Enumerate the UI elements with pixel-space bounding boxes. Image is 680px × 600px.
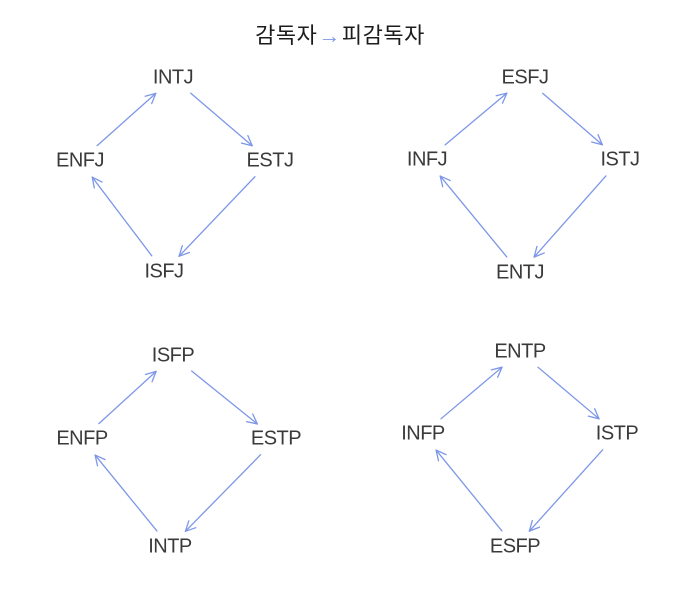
arrowhead-icon (94, 454, 106, 467)
arrow-istj-to-entj (533, 175, 607, 258)
node-entp: ENTP (494, 340, 546, 363)
node-esfp: ESFP (489, 535, 541, 558)
node-isfj: ISFJ (144, 260, 184, 283)
node-enfj: ENFJ (56, 149, 105, 172)
arrowhead-icon (178, 245, 191, 257)
node-esfj: ESFJ (501, 66, 549, 89)
arrowhead-icon (591, 133, 603, 146)
arrowhead-icon (184, 520, 197, 532)
arrowhead-icon (490, 366, 503, 378)
node-intj: INTJ (152, 66, 194, 89)
arrow-estj-to-isfj (178, 176, 256, 257)
arrow-infj-to-esfj (444, 92, 508, 146)
arrow-istp-to-esfp (528, 449, 604, 532)
arrowhead-icon (495, 92, 508, 104)
arrow-isfp-to-estp (191, 370, 258, 425)
arrowhead-icon (435, 449, 447, 462)
arrow-esfp-to-infp (435, 449, 503, 532)
arrow-enfj-to-intj (96, 92, 157, 147)
arrow-entp-to-istp (537, 366, 600, 420)
arrowhead-icon (144, 92, 157, 105)
node-enfp: ENFP (56, 427, 108, 450)
title-arrow-icon: → (318, 23, 341, 48)
node-intp: INTP (148, 535, 192, 558)
arrowhead-icon (533, 245, 545, 258)
node-istj: ISTJ (600, 148, 640, 171)
page-title: 감독자→피감독자 (0, 18, 680, 50)
node-estp: ESTP (250, 427, 302, 450)
arrowhead-icon (91, 176, 103, 189)
arrow-esfj-to-istj (542, 92, 603, 146)
node-istp: ISTP (595, 422, 639, 445)
arrowhead-icon (587, 408, 600, 420)
arrowhead-icon (528, 519, 541, 532)
arrow-entj-to-infj (439, 175, 508, 258)
arrow-enfp-to-isfp (98, 370, 157, 425)
arrow-estp-to-intp (184, 454, 262, 532)
node-infp: INFP (401, 422, 445, 445)
node-isfp: ISFP (151, 344, 195, 367)
title-supervisor-label: 감독자 (255, 23, 318, 48)
title-supervisee-label: 피감독자 (341, 23, 425, 48)
node-infj: INFJ (406, 148, 448, 171)
arrowhead-icon (240, 135, 253, 147)
node-entj: ENTJ (496, 261, 545, 284)
arrowhead-icon (245, 413, 258, 425)
arrow-isfj-to-enfj (91, 176, 153, 257)
node-estj: ESTJ (246, 149, 294, 172)
arrow-infp-to-entp (440, 366, 503, 420)
arrow-intp-to-enfp (94, 454, 158, 532)
arrowhead-icon (144, 370, 157, 383)
arrowhead-icon (439, 175, 451, 188)
arrow-intj-to-estj (190, 92, 253, 147)
